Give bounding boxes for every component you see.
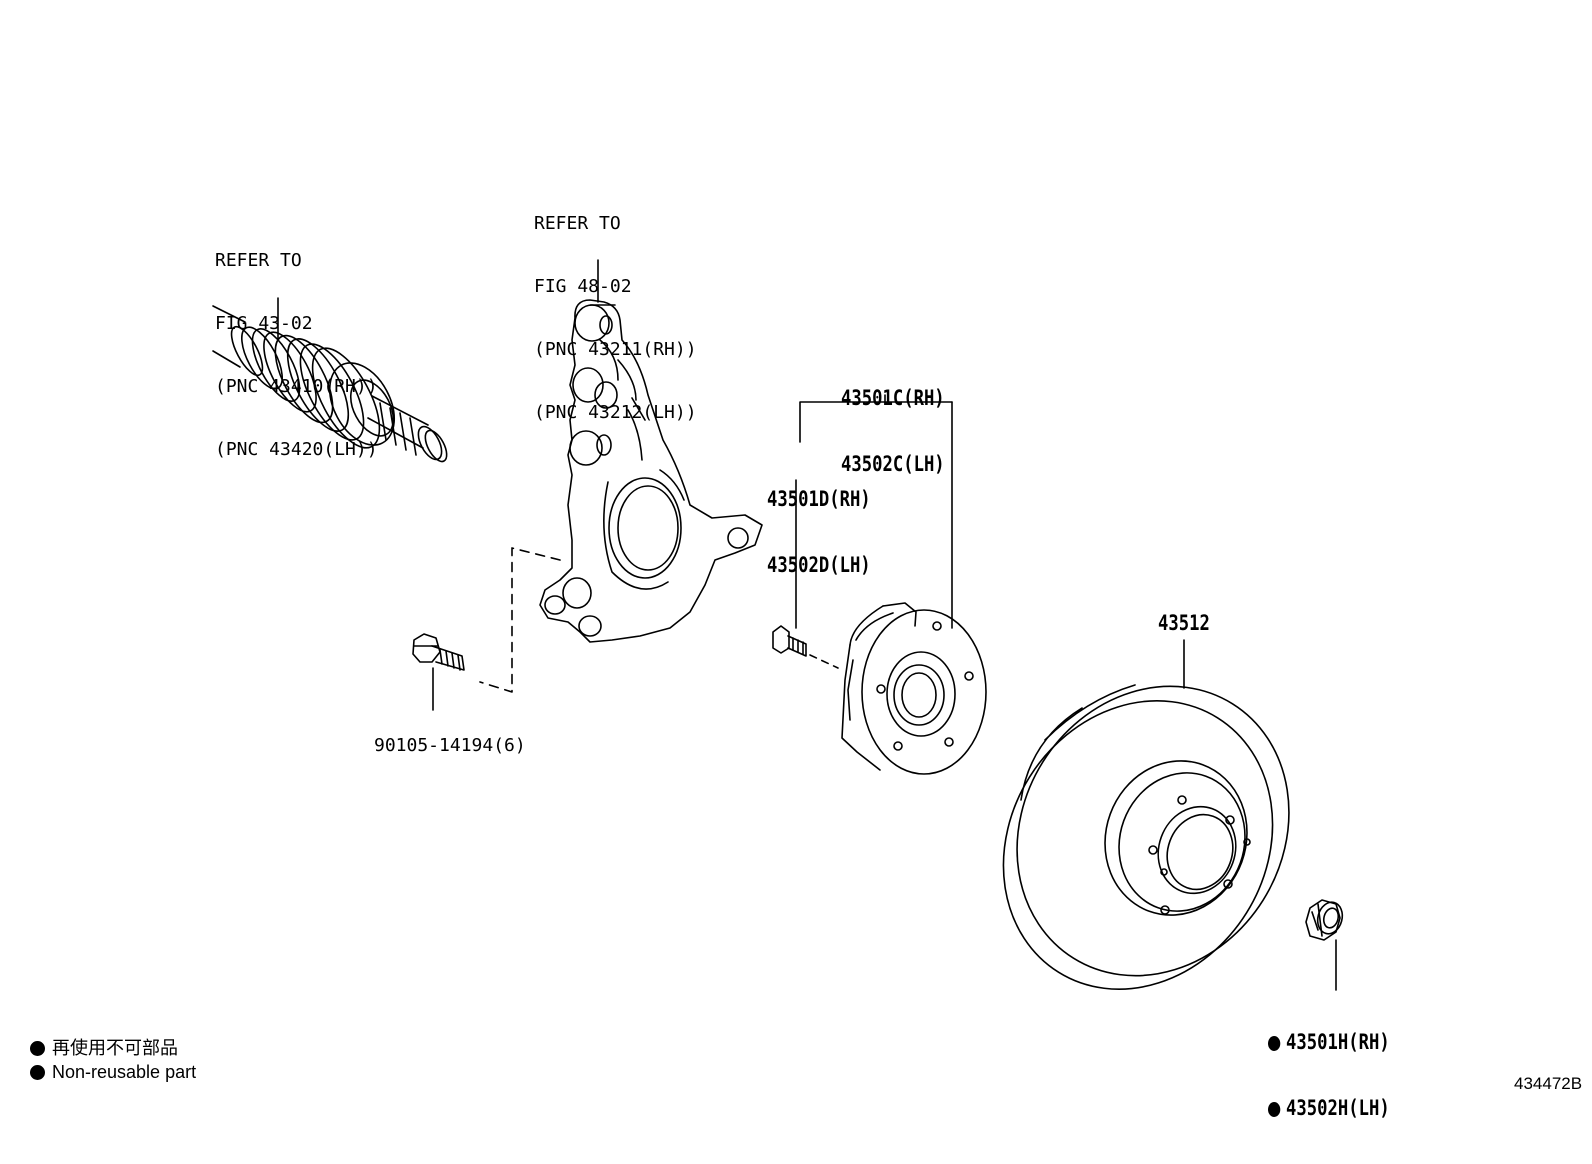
parts-diagram: REFER TO FIG 43-02 (PNC 43410(RH)) (PNC … — [30, 171, 1583, 1119]
refer-line: FIG 48-02 — [534, 276, 632, 297]
knuckle-bolt-icon — [412, 633, 465, 711]
figure-number: 434472B — [1514, 1074, 1583, 1093]
refer-line: (PNC 43410(RH)) — [215, 376, 378, 397]
drive-shaft-icon — [212, 305, 448, 463]
part-label-knuckle-bolt: 90105-14194(6) — [374, 735, 526, 756]
legend-row-en: Non-reusable part — [30, 1060, 196, 1084]
refer-line: REFER TO — [215, 250, 302, 271]
refer-line: (PNC 43212(LH)) — [534, 402, 697, 423]
refer-line: (PNC 43420(LH)) — [215, 439, 378, 460]
hub-assembly-icon — [841, 401, 987, 775]
refer-label-driveshaft: REFER TO FIG 43-02 (PNC 43410(RH)) (PNC … — [215, 208, 378, 502]
part-label-nut: 43501H(RH) 43502H(LH) — [1268, 987, 1390, 1163]
part-label-hub-assy: 43501C(RH) 43502C(LH) — [841, 343, 945, 519]
part-label-disc: 43512 — [1158, 611, 1210, 635]
refer-line: REFER TO — [534, 213, 621, 234]
hub-nut-icon — [1305, 899, 1344, 991]
non-reusable-dot-icon — [1268, 1102, 1281, 1117]
brake-disc-icon — [1002, 639, 1290, 990]
legend-text-jp: 再使用不可部品 — [52, 1038, 178, 1058]
steering-knuckle-icon — [539, 299, 763, 643]
part-number: 43501D(RH) — [767, 487, 871, 511]
part-label-hub-bolt: 43501D(RH) 43502D(LH) — [767, 444, 871, 620]
knuckle-bolt-dash — [479, 547, 561, 693]
non-reusable-dot-icon — [30, 1041, 45, 1056]
legend-text-en: Non-reusable part — [52, 1062, 197, 1082]
non-reusable-dot-icon — [30, 1065, 45, 1080]
legend: 再使用不可部品 Non-reusable part — [30, 1036, 196, 1084]
part-number: 43502D(LH) — [767, 553, 871, 577]
part-number-text: 43502H(LH) — [1286, 1096, 1390, 1120]
part-number: 43501H(RH) — [1268, 1031, 1390, 1053]
exploded-view-drawing — [212, 259, 1344, 991]
refer-line: (PNC 43211(RH)) — [534, 339, 697, 360]
hub-bolt-icon — [772, 479, 839, 669]
part-number: 43502C(LH) — [841, 452, 945, 476]
legend-row-jp: 再使用不可部品 — [30, 1036, 196, 1060]
part-number: 43502H(LH) — [1268, 1097, 1390, 1119]
part-number-text: 43501H(RH) — [1286, 1030, 1390, 1054]
hub-assy-bracket — [799, 394, 953, 443]
refer-line: FIG 43-02 — [215, 313, 313, 334]
refer-label-knuckle: REFER TO FIG 48-02 (PNC 43211(RH)) (PNC … — [534, 171, 697, 465]
non-reusable-dot-icon — [1268, 1036, 1281, 1051]
part-number: 43501C(RH) — [841, 386, 945, 410]
